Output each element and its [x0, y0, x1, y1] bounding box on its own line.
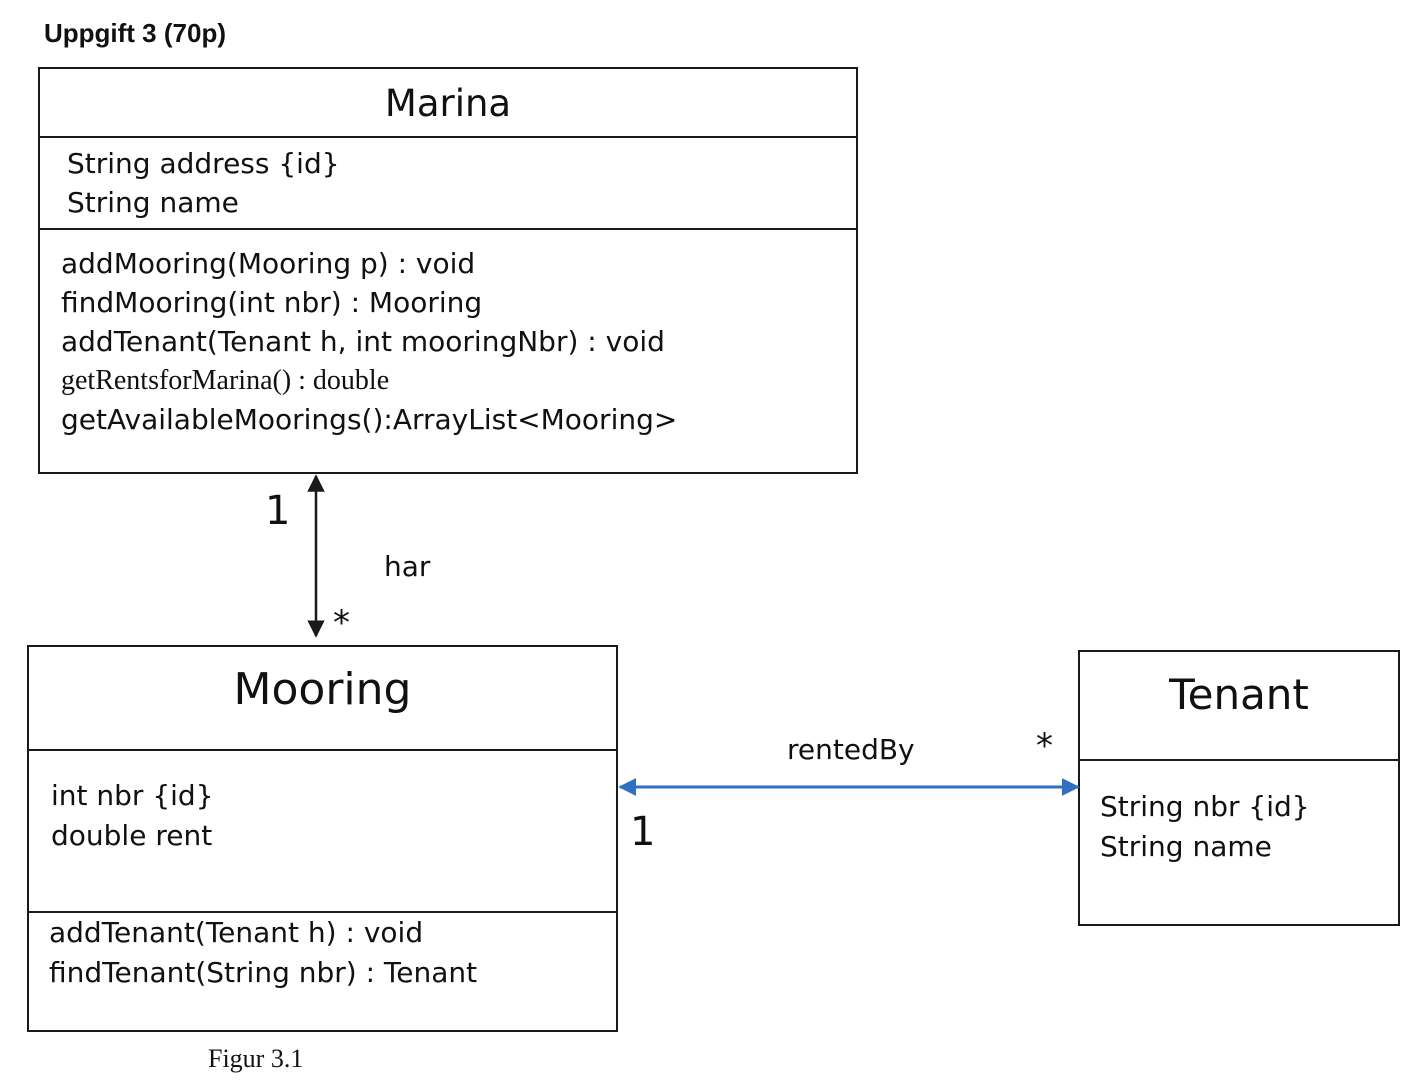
marina-class-box: Marina String address {id} String name a… — [38, 67, 858, 474]
mooring-attribute: int nbr {id} — [51, 779, 214, 812]
har-marina-multiplicity: 1 — [265, 488, 291, 534]
rented-by-tenant-multiplicity: * — [1036, 726, 1053, 766]
marina-operation: addTenant(Tenant h, int mooringNbr) : vo… — [61, 325, 665, 358]
figure-caption: Figur 3.1 — [208, 1044, 304, 1073]
marina-operations: addMooring(Mooring p) : void findMooring… — [40, 230, 856, 439]
marina-operation: getAvailableMoorings():ArrayList<Mooring… — [61, 403, 678, 436]
tenant-class-name: Tenant — [1080, 652, 1398, 761]
marina-operation: findMooring(int nbr) : Mooring — [61, 286, 483, 319]
har-mooring-multiplicity: * — [333, 603, 350, 643]
marina-class-name: Marina — [40, 69, 856, 138]
marina-operation: addMooring(Mooring p) : void — [61, 247, 476, 280]
mooring-class-name: Mooring — [29, 647, 616, 751]
har-association-label: har — [384, 550, 431, 583]
marina-attribute: String name — [67, 186, 239, 219]
mooring-class-box: Mooring int nbr {id} double rent addTena… — [27, 645, 618, 1032]
mooring-attribute: double rent — [51, 819, 213, 852]
tenant-attributes: String nbr {id} String name — [1080, 761, 1398, 867]
marina-attribute: String address {id} — [67, 147, 340, 180]
rented-by-association-label: rentedBy — [787, 733, 915, 766]
tenant-class-box: Tenant String nbr {id} String name — [1078, 650, 1400, 926]
tenant-attribute: String nbr {id} — [1100, 790, 1310, 823]
mooring-operation: addTenant(Tenant h) : void — [49, 916, 424, 949]
mooring-operation: findTenant(String nbr) : Tenant — [49, 956, 478, 989]
exercise-heading: Uppgift 3 (70p) — [44, 18, 226, 48]
marina-operation: getRentsforMarina() : double — [61, 365, 390, 396]
mooring-attributes: int nbr {id} double rent — [29, 751, 616, 913]
tenant-attribute: String name — [1100, 830, 1272, 863]
marina-attributes: String address {id} String name — [40, 138, 856, 230]
mooring-operations: addTenant(Tenant h) : void findTenant(St… — [29, 913, 616, 993]
rented-by-mooring-multiplicity: 1 — [630, 809, 656, 855]
